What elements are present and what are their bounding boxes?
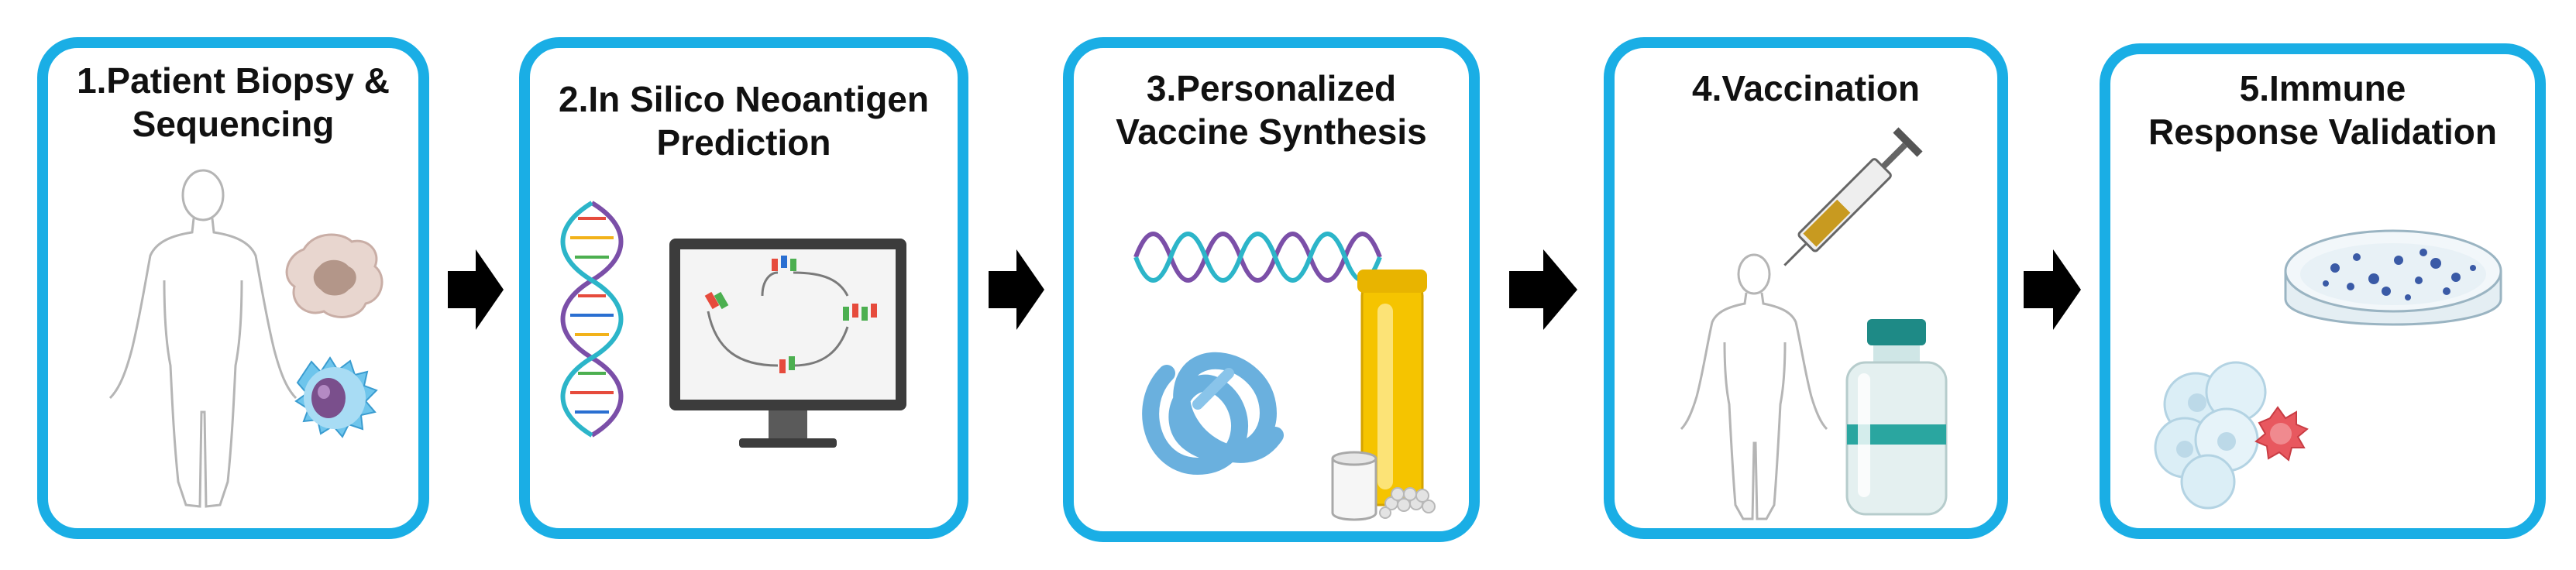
cell-cluster-icon bbox=[2154, 361, 2309, 510]
arrow-right-icon bbox=[448, 249, 504, 330]
human-outline-icon bbox=[108, 169, 297, 508]
tumor-cell-icon bbox=[285, 233, 383, 318]
vaccine-tube-icon bbox=[1357, 270, 1427, 506]
folded-protein-icon bbox=[1142, 352, 1284, 476]
panel-1-art bbox=[108, 169, 383, 508]
step-panel-1: 1.Patient Biopsy & Sequencing bbox=[37, 37, 429, 539]
step-title-2: 2.In Silico Neoantigen Prediction bbox=[559, 79, 929, 163]
step-title-1: 1.Patient Biopsy & Sequencing bbox=[77, 60, 390, 144]
mrna-strand-icon bbox=[1133, 232, 1382, 283]
computer-monitor-icon bbox=[669, 239, 906, 448]
step-title-5: 5.Immune Response Validation bbox=[2148, 68, 2497, 152]
step-panel-5: 5.Immune Response Validation bbox=[2100, 43, 2546, 539]
panel-5-art bbox=[2154, 229, 2502, 510]
beaker-icon bbox=[1331, 451, 1436, 521]
vaccine-vial-icon bbox=[1845, 319, 1948, 516]
step-panel-4: 4.Vaccination bbox=[1604, 37, 2008, 539]
human-outline-icon bbox=[1680, 253, 1828, 520]
arrow-right-icon bbox=[2024, 249, 2081, 330]
step-title-4: 4.Vaccination bbox=[1691, 68, 1920, 108]
step-title-3: 3.Personalized Vaccine Synthesis bbox=[1116, 68, 1427, 152]
panel-3-art bbox=[1133, 232, 1436, 521]
immune-cell-icon bbox=[294, 356, 378, 438]
arrow-right-icon bbox=[989, 249, 1044, 330]
dna-helix-icon bbox=[560, 201, 624, 438]
syringe-icon bbox=[1783, 127, 1923, 266]
panel-4-art bbox=[1680, 127, 1948, 520]
step-panel-2: 2.In Silico Neoantigen Prediction bbox=[519, 37, 968, 539]
panel-2-art bbox=[560, 201, 906, 448]
step-panel-3: 3.Personalized Vaccine Synthesis bbox=[1063, 37, 1480, 542]
petri-dish-icon bbox=[2284, 229, 2502, 326]
arrow-right-icon bbox=[1509, 249, 1577, 330]
